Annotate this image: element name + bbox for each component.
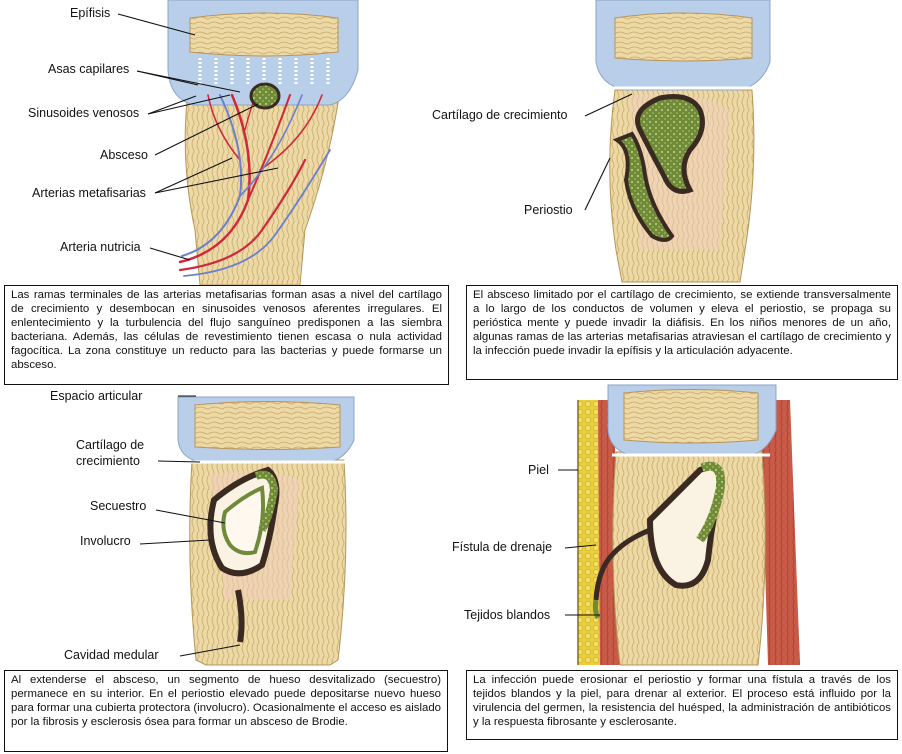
label-tejidos-blandos: Tejidos blandos: [464, 608, 550, 622]
label-cartilago-line2: crecimiento: [76, 454, 140, 468]
panel1-abscess: [251, 84, 279, 108]
label-piel: Piel: [528, 463, 549, 477]
label-periostio: Periostio: [524, 203, 573, 217]
panel1-bone: [168, 0, 358, 285]
label-arteria-nutricia: Arteria nutricia: [60, 240, 141, 254]
label-cartilago-line1: Cartílago de: [76, 438, 144, 452]
caption-panel2: El absceso limitado por el cartílago de …: [466, 285, 898, 380]
label-secuestro: Secuestro: [90, 499, 146, 513]
label-espacio-articular: Espacio articular: [50, 389, 142, 403]
label-arterias-metafisarias: Arterias metafisarias: [32, 186, 146, 200]
label-involucro: Involucro: [80, 534, 131, 548]
label-absceso: Absceso: [100, 148, 148, 162]
label-asas-capilares: Asas capilares: [48, 62, 129, 76]
label-fistula-drenaje: Fístula de drenaje: [452, 540, 552, 554]
label-sinusoides-venosos: Sinusoides venosos: [28, 106, 139, 120]
caption-panel3: Al extenderse el absceso, un segmento de…: [4, 670, 448, 752]
label-cavidad-medular: Cavidad medular: [64, 648, 159, 662]
caption-panel4: La infección puede erosionar el periosti…: [466, 670, 898, 740]
label-cartilago-crecimiento: Cartílago de crecimiento: [432, 108, 567, 122]
label-epifisis: Epífisis: [70, 6, 110, 20]
caption-panel1: Las ramas terminales de las arterias met…: [4, 285, 449, 385]
